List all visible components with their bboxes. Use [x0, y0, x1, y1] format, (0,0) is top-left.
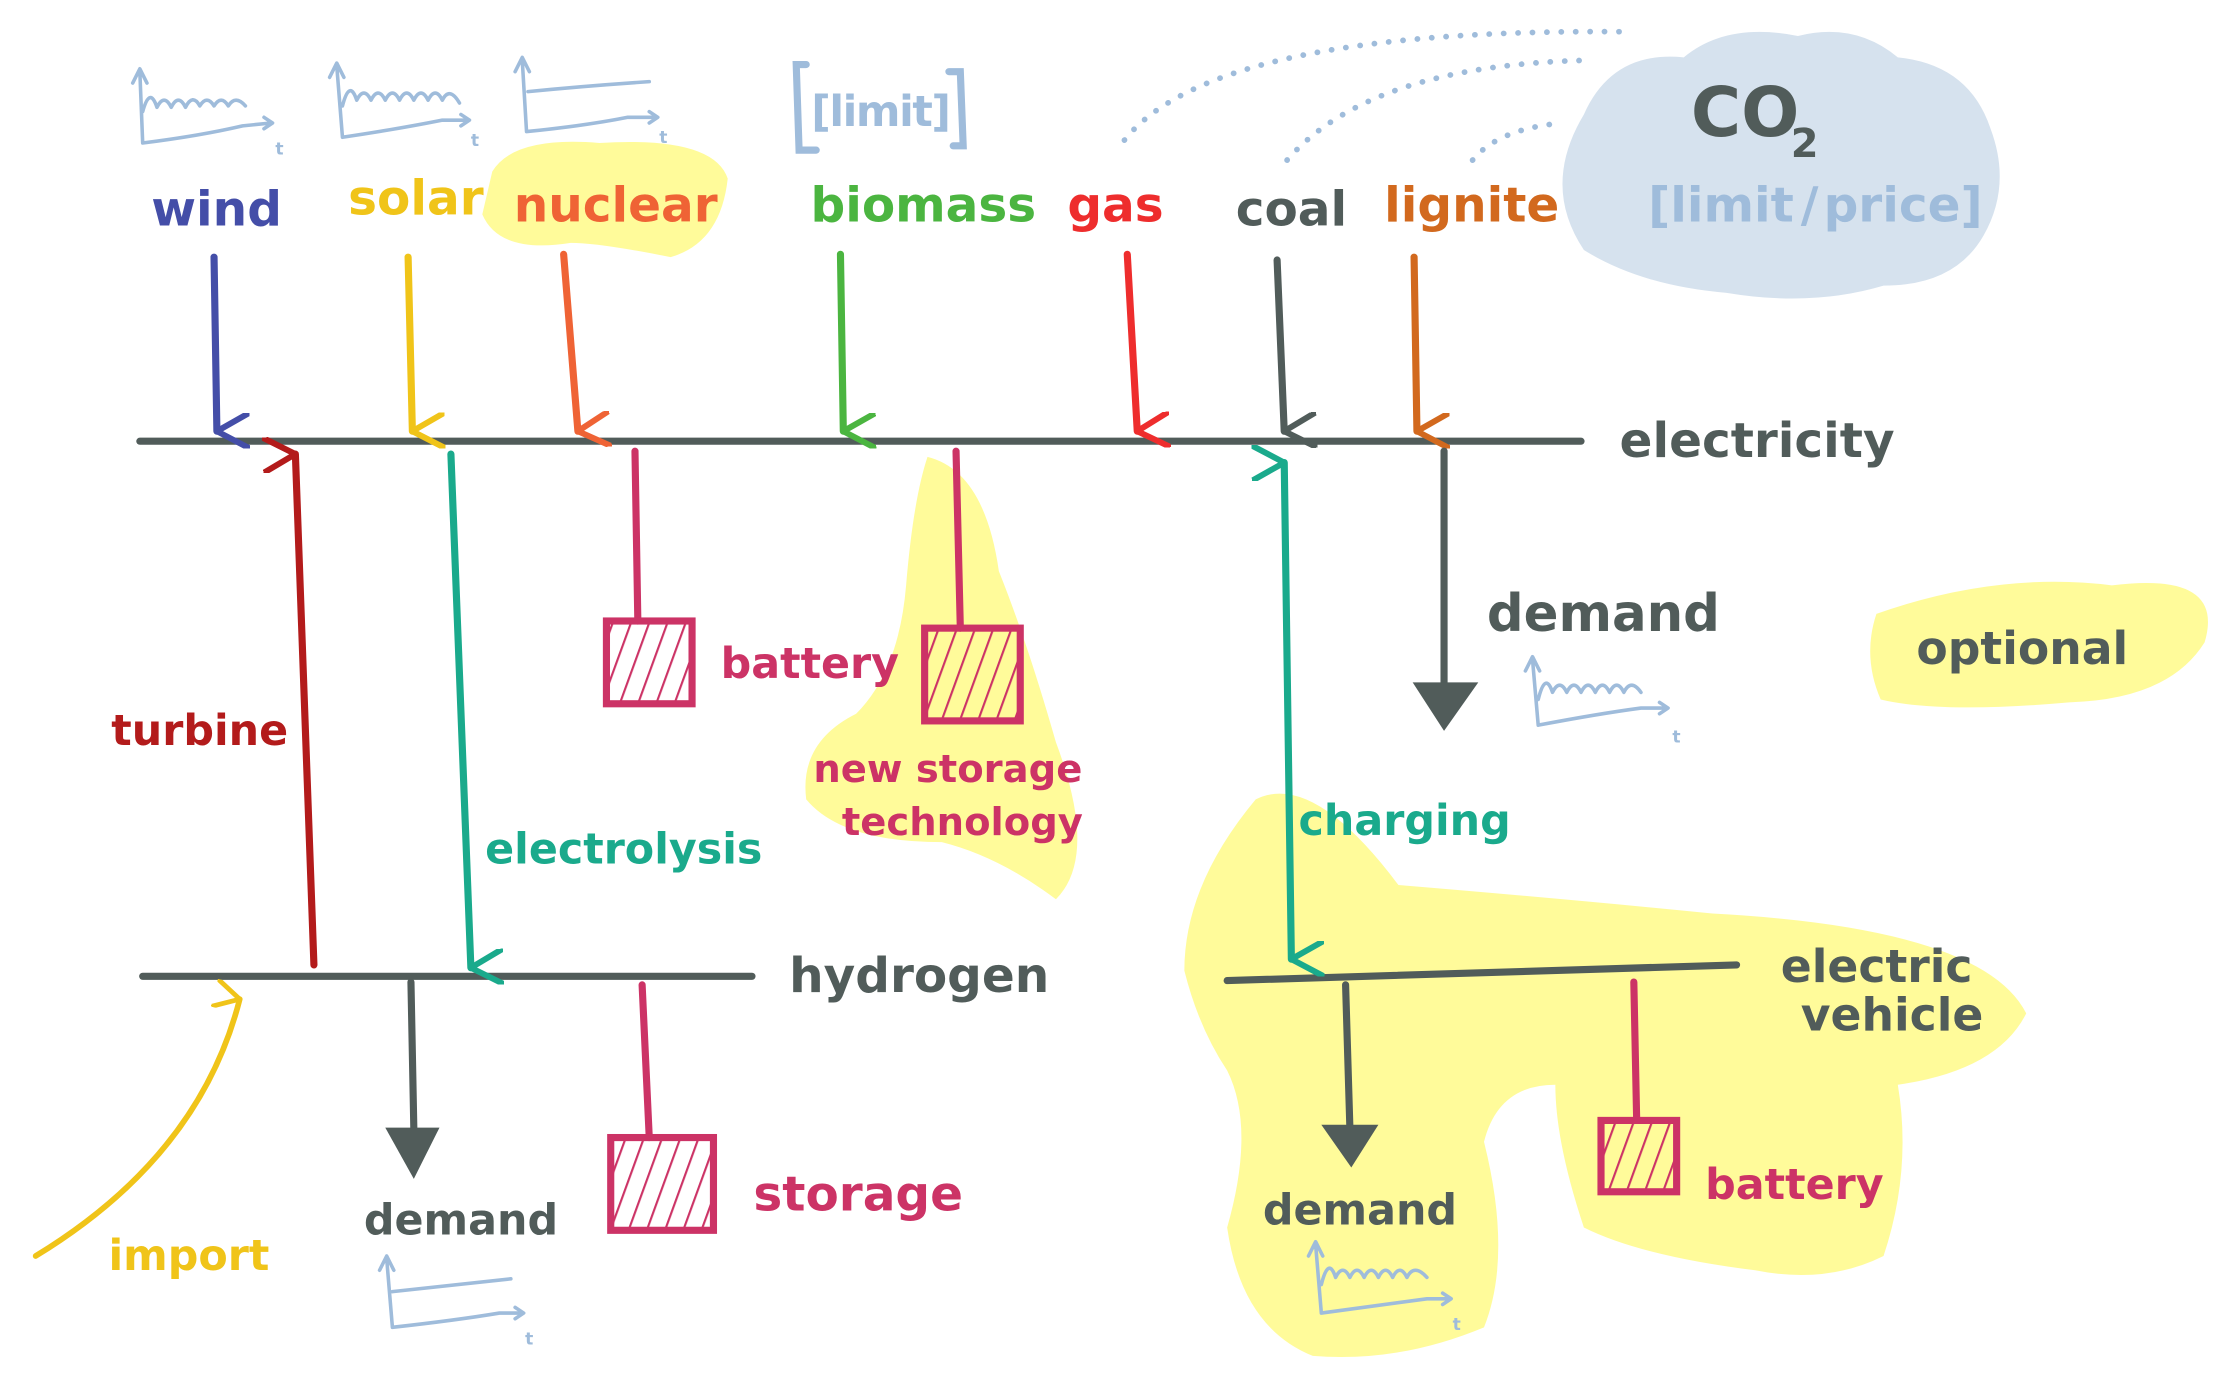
timeseries-icon-h2-demand: t: [377, 1254, 533, 1349]
ev-bus[interactable]: [1223, 961, 1741, 985]
lignite-arrow: [1410, 253, 1417, 431]
h2-storage-label: storage: [753, 1166, 963, 1222]
coal-arrow: [1273, 256, 1284, 431]
electrolysis-arrow[interactable]: [447, 450, 471, 968]
ev-demand-label: demand: [1263, 1186, 1457, 1236]
charging-label: charging: [1299, 796, 1511, 846]
new-storage-label-line1: new storage: [813, 747, 1082, 792]
optional-legend-label: optional: [1916, 622, 2128, 675]
new-storage-label-line2: technology: [842, 800, 1083, 845]
turbine-label: turbine: [111, 706, 288, 756]
h2-storage-link: [638, 981, 653, 1142]
ev-battery-label: battery: [1705, 1160, 1884, 1210]
svg-text:t: t: [659, 128, 667, 148]
svg-text:t: t: [1453, 1315, 1461, 1335]
solar-arrow: [404, 253, 412, 431]
source-coal-label: coal: [1236, 182, 1347, 238]
import-arrow[interactable]: [32, 999, 240, 1259]
co2-price-label: price]: [1824, 177, 1983, 233]
elec-demand-head: [1412, 682, 1479, 731]
source-solar-label: solar: [348, 170, 484, 226]
charging-arrow[interactable]: [1284, 463, 1291, 960]
source-gas-label: gas: [1067, 177, 1163, 233]
ev-label-line1: electric: [1781, 940, 1973, 993]
import-label: import: [108, 1231, 269, 1281]
ev-battery-link: [1630, 978, 1641, 1124]
ev-demand-head: [1321, 1124, 1379, 1168]
timeseries-icon-wind: t: [130, 67, 284, 159]
co2-emission-links: [1121, 28, 1623, 163]
source-lignite-label: lignite: [1384, 177, 1559, 233]
turbine-arrow[interactable]: [295, 454, 318, 969]
timeseries-icon-elec-demand: t: [1523, 654, 1681, 747]
new-storage-link: [952, 447, 964, 632]
svg-text:t: t: [525, 1329, 533, 1349]
h2-demand-head: [385, 1127, 440, 1179]
hydrogen-label: hydrogen: [789, 948, 1049, 1004]
source-wind-label: wind: [151, 182, 282, 238]
co2-subscript: 2: [1791, 121, 1819, 167]
battery-store-icon[interactable]: [602, 617, 696, 708]
ev-demand-line: [1342, 981, 1354, 1132]
source-biomass-label: biomass: [810, 177, 1036, 233]
biomass-arrow: [836, 250, 843, 431]
timeseries-icon-ev-demand: t: [1306, 1239, 1461, 1335]
source-nuclear-label: nuclear: [514, 177, 718, 233]
wind-arrow: [210, 253, 217, 431]
battery-link: [631, 447, 642, 625]
h2-demand-line: [407, 978, 418, 1132]
timeseries-icon-nuclear: t: [513, 55, 667, 148]
co2-limit-label: [limit: [1648, 177, 1794, 233]
svg-text:t: t: [275, 139, 283, 159]
electricity-label: electricity: [1620, 413, 1895, 469]
elec-demand-label: demand: [1487, 584, 1720, 644]
biomass-limit-annotation: [limit]: [792, 60, 967, 154]
co2-cloud: CO 2 [limit / price]: [1562, 31, 2000, 299]
timeseries-icon-solar: t: [327, 61, 479, 151]
gas-arrow: [1123, 250, 1137, 431]
svg-text:t: t: [471, 131, 479, 151]
nuclear-arrow: [560, 250, 578, 431]
co2-separator: /: [1801, 177, 1819, 233]
limit-label: [limit]: [811, 87, 949, 137]
ev-battery-store-icon[interactable]: [1597, 1116, 1681, 1196]
co2-label: CO: [1691, 73, 1799, 153]
h2-storage-store-icon[interactable]: [607, 1133, 718, 1234]
h2-demand-label: demand: [364, 1196, 558, 1246]
electrolysis-label: electrolysis: [485, 825, 762, 875]
svg-text:t: t: [1672, 727, 1680, 747]
battery-label: battery: [721, 639, 900, 689]
ev-label-line2: vehicle: [1801, 989, 1984, 1042]
new-storage-store-icon[interactable]: [921, 624, 1024, 725]
optional-highlights: [482, 141, 2208, 1358]
